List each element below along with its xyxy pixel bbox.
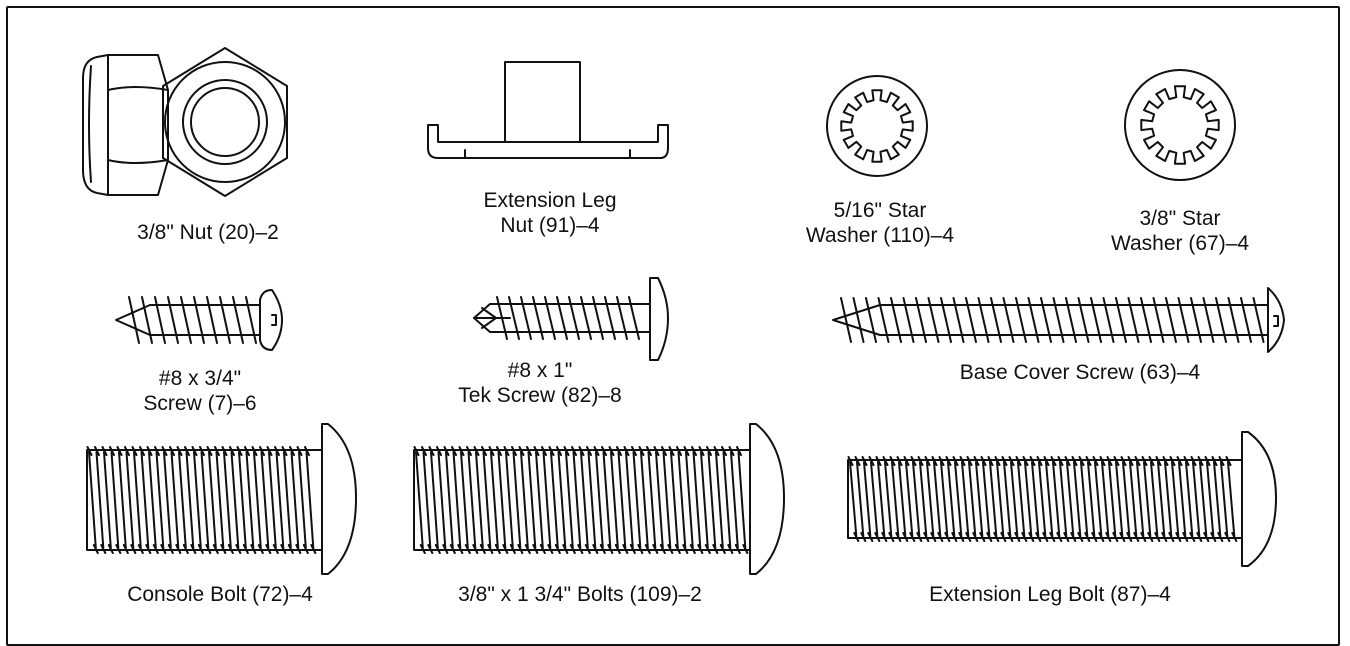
label-tek-screw-82: #8 x 1"Tek Screw (82)–8	[458, 359, 622, 407]
nut-front-view-icon	[162, 47, 288, 197]
bolts-109-icon	[413, 423, 785, 575]
base-cover-screw-icon	[832, 287, 1285, 353]
label-extension-leg-bolt-87: Extension Leg Bolt (87)–4	[929, 583, 1171, 606]
nut-side-view-icon	[82, 54, 169, 196]
extension-leg-bolt-icon	[847, 431, 1277, 567]
extension-leg-nut-icon	[427, 61, 669, 159]
label-console-bolt-72: Console Bolt (72)–4	[127, 583, 313, 606]
screw-7-icon	[115, 289, 283, 351]
tek-screw-82-icon	[473, 277, 669, 361]
star-washer-large-icon	[1124, 69, 1236, 181]
label-base-cover-screw-63: Base Cover Screw (63)–4	[959, 361, 1201, 384]
label-screw-7: #8 x 3/4"Screw (7)–6	[143, 367, 257, 415]
star-washer-small-icon	[826, 75, 928, 177]
console-bolt-icon	[86, 423, 357, 575]
hardware-illustrations	[82, 47, 1285, 575]
label-nut-20: 3/8" Nut (20)–2	[137, 221, 279, 244]
label-bolts-109: 3/8" x 1 3/4" Bolts (109)–2	[458, 583, 702, 606]
